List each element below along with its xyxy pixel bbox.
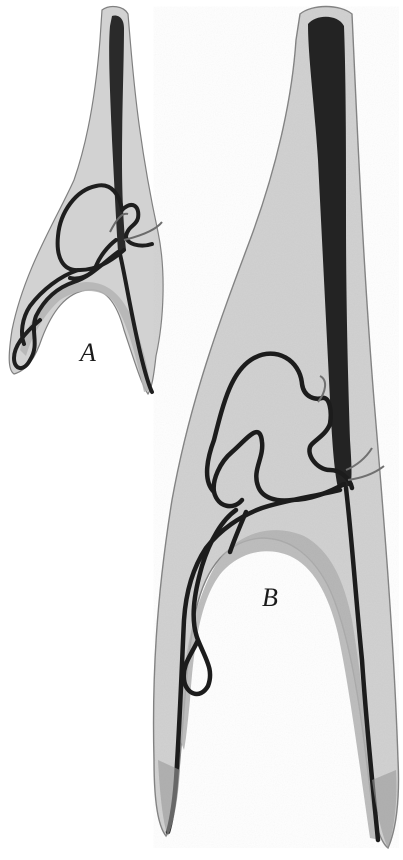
specimen-b-texture — [154, 7, 399, 849]
specimen-b-label: B — [262, 585, 278, 611]
specimen-a — [9, 7, 163, 394]
specimen-a-label: A — [80, 340, 96, 366]
specimen-b — [154, 7, 399, 849]
